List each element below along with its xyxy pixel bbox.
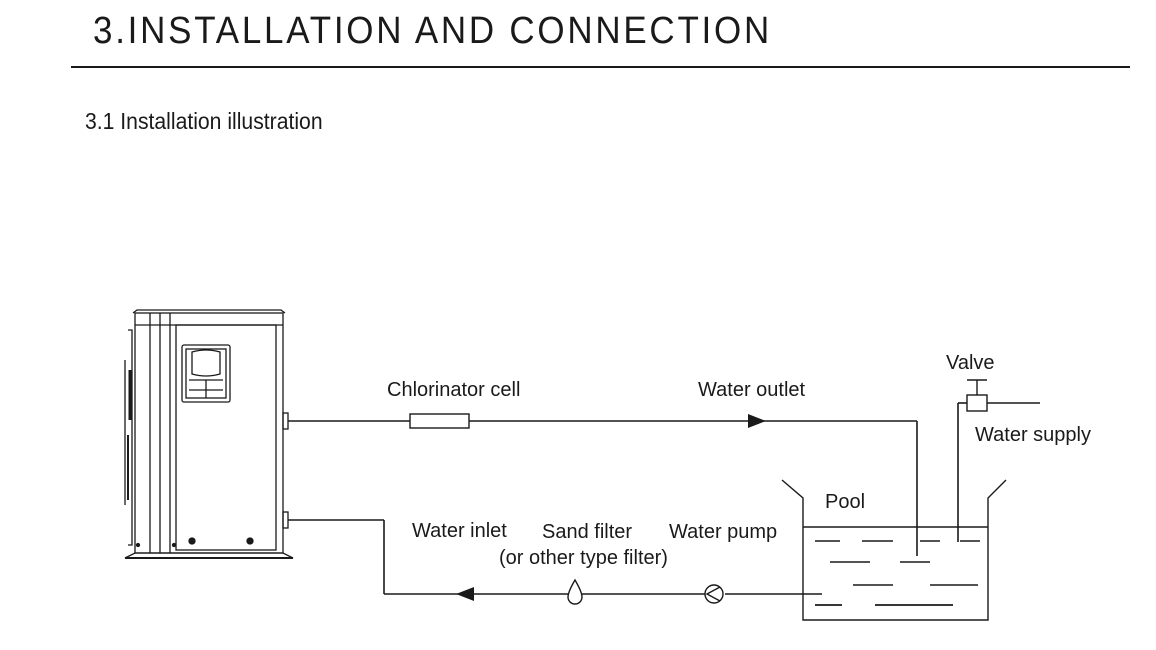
water-pump-label: Water pump bbox=[669, 521, 777, 543]
chlorinator-cell-icon bbox=[409, 413, 470, 429]
sand-filter-note: (or other type filter) bbox=[499, 547, 668, 569]
flow-arrow-icon bbox=[456, 587, 474, 601]
sand-filter-label: Sand filter bbox=[542, 521, 632, 543]
subsection-title: 3.1 Installation illustration bbox=[85, 108, 323, 134]
inlet-pipe bbox=[288, 519, 822, 595]
pool-icon bbox=[781, 479, 1007, 621]
heat-pump-unit-icon bbox=[124, 309, 294, 559]
water-inlet-label: Water inlet bbox=[412, 520, 507, 542]
title-divider bbox=[71, 66, 1130, 68]
water-supply-pipe bbox=[957, 402, 1040, 542]
valve-icon bbox=[966, 379, 988, 412]
chlorinator-cell-label: Chlorinator cell bbox=[387, 379, 520, 401]
water-outlet-label: Water outlet bbox=[698, 379, 806, 401]
water-supply-label: Water supply bbox=[975, 424, 1091, 446]
pool-label: Pool bbox=[825, 491, 865, 513]
flow-arrow-icon bbox=[748, 414, 766, 428]
sand-filter-icon bbox=[567, 578, 583, 605]
valve-label: Valve bbox=[946, 352, 995, 374]
outlet-pipe bbox=[288, 420, 918, 556]
water-pump-icon bbox=[704, 584, 724, 604]
section-title: 3.INSTALLATION AND CONNECTION bbox=[93, 10, 772, 52]
